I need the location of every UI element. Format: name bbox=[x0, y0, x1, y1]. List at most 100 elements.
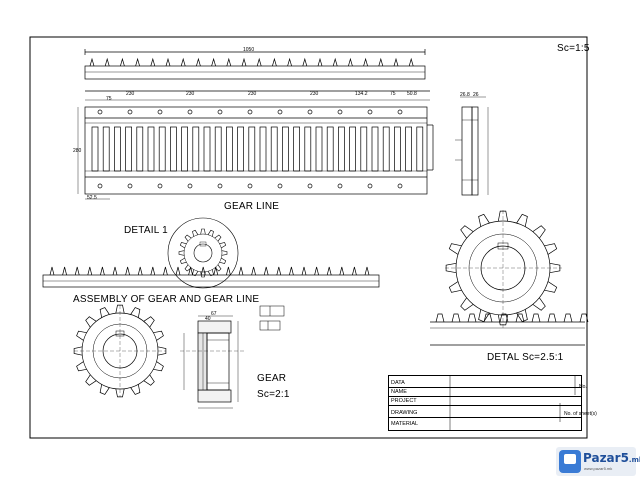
detail-rack-tooth bbox=[467, 313, 477, 323]
rack-slot bbox=[304, 126, 312, 172]
gear-tooth bbox=[549, 262, 561, 274]
detail-gear-teeth bbox=[445, 210, 561, 326]
strip-tooth bbox=[256, 57, 262, 67]
assembly-tooth bbox=[314, 266, 319, 276]
dim-230-c: 230 bbox=[248, 91, 257, 97]
rack-slot bbox=[259, 126, 267, 172]
title-no-label: No. bbox=[579, 384, 587, 390]
gear-left-teeth bbox=[73, 304, 167, 398]
dim-230-a: 230 bbox=[126, 91, 135, 97]
rack-slot bbox=[394, 126, 401, 172]
detail-scale-title: DETAL Sc=2.5:1 bbox=[487, 352, 564, 363]
rack-slot bbox=[192, 126, 200, 172]
mounting-hole bbox=[397, 109, 403, 115]
gear-tooth bbox=[130, 307, 141, 318]
assembly-tooth bbox=[238, 266, 244, 276]
gear-tooth bbox=[99, 307, 110, 318]
gear-tooth bbox=[448, 281, 462, 293]
assembly-tooth bbox=[100, 266, 105, 276]
mounting-hole bbox=[157, 183, 163, 189]
strip-tooth bbox=[120, 57, 125, 67]
assembly-tooth bbox=[62, 266, 67, 276]
strip-tooth bbox=[408, 57, 414, 67]
gear-tooth bbox=[178, 250, 185, 256]
gear-tooth bbox=[516, 213, 528, 227]
detail-rack-tooth bbox=[531, 313, 541, 323]
brand-suffix: .mk bbox=[628, 456, 640, 464]
mounting-hole bbox=[97, 109, 103, 115]
gear-tooth bbox=[445, 262, 457, 274]
title-row-name: NAME bbox=[389, 388, 581, 397]
assembly-tooth bbox=[326, 266, 332, 276]
rack-slot bbox=[136, 126, 144, 172]
gear-tooth bbox=[115, 388, 125, 398]
gear-tooth bbox=[85, 374, 97, 386]
gear-tooth bbox=[76, 330, 87, 341]
pazar5-watermark-badge[interactable]: Pazar5.mk www.pazar5.mk bbox=[556, 447, 640, 476]
assembly-tooth bbox=[175, 266, 181, 276]
assembly-tooth bbox=[74, 266, 80, 276]
mounting-hole bbox=[397, 183, 403, 189]
strip-tooth bbox=[241, 57, 247, 67]
mounting-hole bbox=[247, 109, 253, 115]
detail-rack-tooth bbox=[499, 313, 509, 323]
mounting-hole bbox=[127, 109, 133, 115]
gear-section-view bbox=[180, 315, 245, 409]
rack-slot bbox=[147, 126, 155, 172]
assembly-tooth bbox=[163, 266, 168, 276]
rack-slot bbox=[91, 126, 99, 172]
title-row-data: DATA bbox=[389, 379, 581, 388]
gear-tooth bbox=[143, 316, 155, 328]
mounting-hole bbox=[307, 109, 313, 115]
gear-tooth bbox=[192, 229, 199, 237]
gear-tooth bbox=[448, 243, 462, 255]
detail-rack-tooth bbox=[451, 313, 461, 323]
rack-slot bbox=[371, 126, 379, 172]
gear-tooth bbox=[460, 225, 474, 239]
rack-slot bbox=[214, 126, 222, 172]
strip-tooth bbox=[348, 57, 353, 67]
gear-tooth bbox=[544, 243, 558, 255]
dim-230-b: 230 bbox=[186, 91, 195, 97]
sheet-border bbox=[29, 36, 588, 439]
mounting-hole bbox=[127, 183, 133, 189]
gear-tooth bbox=[153, 330, 164, 341]
gear-line-top-strip bbox=[84, 49, 426, 80]
detail-rack bbox=[430, 313, 589, 346]
gear-tooth bbox=[532, 225, 546, 239]
detail-1-teeth bbox=[178, 228, 228, 278]
mounting-hole bbox=[277, 183, 283, 189]
gear-dim-40: 40 bbox=[205, 316, 211, 322]
strip-tooth bbox=[317, 57, 323, 67]
detail-rack-tooth bbox=[563, 313, 573, 323]
assembly-tooth bbox=[200, 266, 206, 276]
strip-tooth bbox=[196, 57, 201, 67]
assembly-tooth bbox=[150, 266, 156, 276]
detail-rack-tooth bbox=[435, 313, 445, 323]
dim-52-5: 52.5 bbox=[87, 195, 97, 201]
strip-tooth bbox=[135, 57, 140, 67]
rack-slot bbox=[282, 126, 289, 172]
rack-slot bbox=[170, 126, 177, 172]
rack-slot bbox=[237, 126, 244, 172]
mounting-hole bbox=[337, 109, 343, 115]
assembly-tooth bbox=[226, 266, 231, 276]
assembly-title: ASSEMBLY OF GEAR AND GEAR LINE bbox=[73, 294, 260, 305]
assembly-tooth bbox=[87, 266, 93, 276]
dim-75-right: 75 bbox=[390, 91, 396, 97]
strip-tooth bbox=[104, 57, 110, 67]
assembly-tooth bbox=[137, 266, 143, 276]
rack-slot bbox=[326, 126, 334, 172]
detail-rack-tooth bbox=[515, 313, 525, 323]
assembly-tooth bbox=[213, 266, 219, 276]
rack-slot bbox=[315, 126, 323, 172]
title-sheets-label: No. of sheet(s) bbox=[564, 411, 597, 417]
rack-slot bbox=[158, 126, 166, 172]
mounting-hole bbox=[157, 109, 163, 115]
assembly-tooth bbox=[188, 266, 193, 276]
dim-134: 134.2 bbox=[355, 91, 368, 97]
cart-icon bbox=[559, 450, 581, 473]
dim-50-8: 50.8 bbox=[407, 91, 417, 97]
rack-slot bbox=[181, 126, 188, 172]
